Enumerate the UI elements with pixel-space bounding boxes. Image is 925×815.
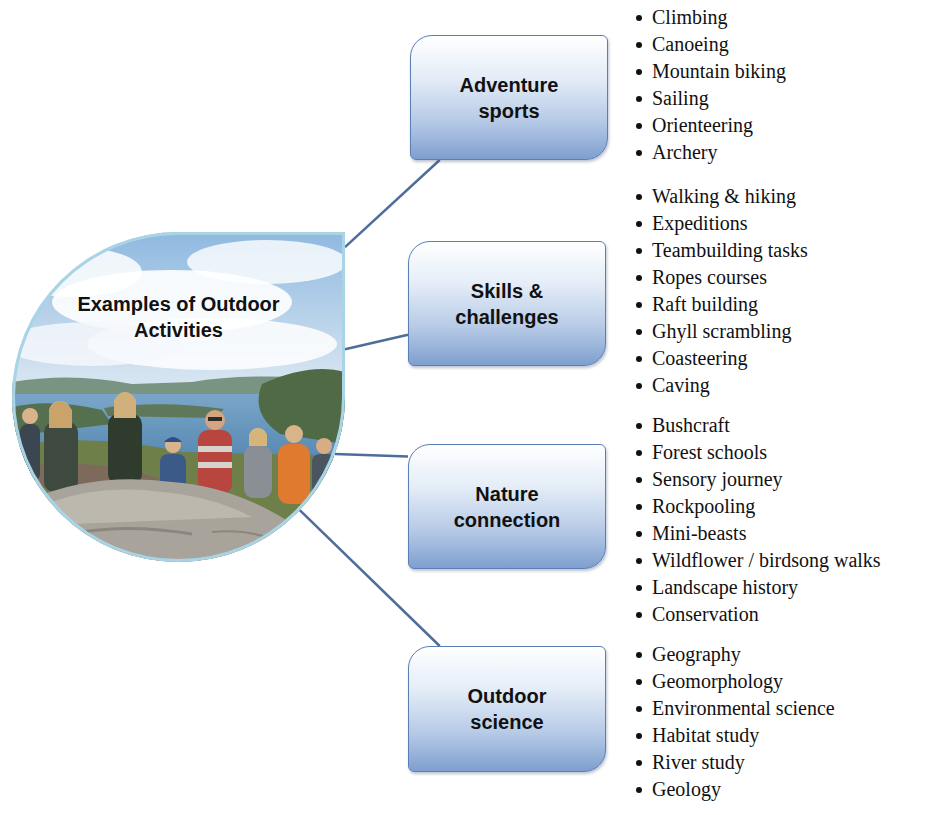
bullet-dot xyxy=(636,221,642,227)
bullet-row: Landscape history xyxy=(636,574,798,601)
connector-line xyxy=(335,454,408,457)
activity-item: Expeditions xyxy=(652,210,748,237)
bullet-dot xyxy=(636,96,642,102)
activity-item: River study xyxy=(652,749,745,776)
activity-item: Ghyll scrambling xyxy=(652,318,791,345)
activity-item: Mountain biking xyxy=(652,58,786,85)
activity-item: Canoeing xyxy=(652,31,729,58)
bullet-dot xyxy=(636,275,642,281)
bullet-row: Wildflower / birdsong walks xyxy=(636,547,881,574)
bullet-row: Walking & hiking xyxy=(636,183,796,210)
bullet-row: Conservation xyxy=(636,601,759,628)
activity-item: Geology xyxy=(652,776,721,803)
activity-item: Walking & hiking xyxy=(652,183,796,210)
bullet-dot xyxy=(636,123,642,129)
bullet-dot xyxy=(636,356,642,362)
node-label: Outdoor science xyxy=(432,683,582,735)
activity-item: Forest schools xyxy=(652,439,767,466)
bullet-row: River study xyxy=(636,749,745,776)
activity-item: Ropes courses xyxy=(652,264,767,291)
bullet-dot xyxy=(636,69,642,75)
bullet-row: Forest schools xyxy=(636,439,767,466)
activity-item: Wildflower / birdsong walks xyxy=(652,547,881,574)
activity-item: Mini-beasts xyxy=(652,520,746,547)
bullet-dot xyxy=(636,706,642,712)
activity-item: Habitat study xyxy=(652,722,759,749)
photo-drop: Examples of Outdoor Activities xyxy=(12,232,345,562)
bullet-row: Canoeing xyxy=(636,31,729,58)
category-box: Nature connection xyxy=(408,444,606,569)
bullet-row: Ghyll scrambling xyxy=(636,318,791,345)
bullet-dot xyxy=(636,504,642,510)
bullet-dot xyxy=(636,733,642,739)
bullet-row: Bushcraft xyxy=(636,412,730,439)
node-label: Adventure sports xyxy=(434,72,584,124)
bullet-dot xyxy=(636,423,642,429)
node-label: Skills & challenges xyxy=(432,278,582,330)
node-label: Examples of Outdoor Activities xyxy=(15,291,342,343)
bullet-row: Geomorphology xyxy=(636,668,783,695)
bullet-row: Teambuilding tasks xyxy=(636,237,808,264)
activity-item: Teambuilding tasks xyxy=(652,237,808,264)
bullet-row: Orienteering xyxy=(636,112,753,139)
bullet-row: Archery xyxy=(636,139,718,166)
bullet-row: Ropes courses xyxy=(636,264,767,291)
activity-item: Sailing xyxy=(652,85,709,112)
bullet-row: Habitat study xyxy=(636,722,759,749)
activity-item: Caving xyxy=(652,372,710,399)
connector-line xyxy=(345,335,408,350)
bullet-dot xyxy=(636,383,642,389)
bullet-dot xyxy=(636,248,642,254)
activity-item: Environmental science xyxy=(652,695,835,722)
bullet-row: Environmental science xyxy=(636,695,835,722)
bullet-dot xyxy=(636,787,642,793)
bullet-row: Raft building xyxy=(636,291,758,318)
bullet-dot xyxy=(636,679,642,685)
bullet-dot xyxy=(636,477,642,483)
bullet-row: Mini-beasts xyxy=(636,520,746,547)
bullet-row: Mountain biking xyxy=(636,58,786,85)
bullet-dot xyxy=(636,531,642,537)
bullet-row: Coasteering xyxy=(636,345,748,372)
bullet-dot xyxy=(636,302,642,308)
activity-item: Coasteering xyxy=(652,345,748,372)
node-label: Nature connection xyxy=(432,481,582,533)
bullet-row: Climbing xyxy=(636,4,728,31)
connector-line xyxy=(345,160,440,247)
activity-item: Landscape history xyxy=(652,574,798,601)
bullet-dot xyxy=(636,194,642,200)
bullet-dot xyxy=(636,150,642,156)
bullet-row: Rockpooling xyxy=(636,493,755,520)
bullet-dot xyxy=(636,450,642,456)
bullet-row: Sensory journey xyxy=(636,466,783,493)
category-box: Skills & challenges xyxy=(408,241,606,366)
bullet-dot xyxy=(636,558,642,564)
bullet-dot xyxy=(636,329,642,335)
outdoor-photo xyxy=(12,232,345,562)
activity-item: Geography xyxy=(652,641,741,668)
bullet-dot xyxy=(636,42,642,48)
activity-item: Conservation xyxy=(652,601,759,628)
bullet-row: Caving xyxy=(636,372,710,399)
bullet-row: Geology xyxy=(636,776,721,803)
activity-item: Orienteering xyxy=(652,112,753,139)
bullet-row: Geography xyxy=(636,641,741,668)
activity-item: Archery xyxy=(652,139,718,166)
bullet-dot xyxy=(636,652,642,658)
bullet-dot xyxy=(636,585,642,591)
bullet-row: Expeditions xyxy=(636,210,748,237)
activity-item: Climbing xyxy=(652,4,728,31)
activity-item: Bushcraft xyxy=(652,412,730,439)
activity-item: Sensory journey xyxy=(652,466,783,493)
activity-item: Geomorphology xyxy=(652,668,783,695)
activity-item: Raft building xyxy=(652,291,758,318)
bullet-row: Sailing xyxy=(636,85,709,112)
category-box: Outdoor science xyxy=(408,646,606,772)
bullet-dot xyxy=(636,760,642,766)
category-box: Adventure sports xyxy=(410,35,608,160)
activity-item: Rockpooling xyxy=(652,493,755,520)
bullet-dot xyxy=(636,15,642,21)
bullet-dot xyxy=(636,612,642,618)
